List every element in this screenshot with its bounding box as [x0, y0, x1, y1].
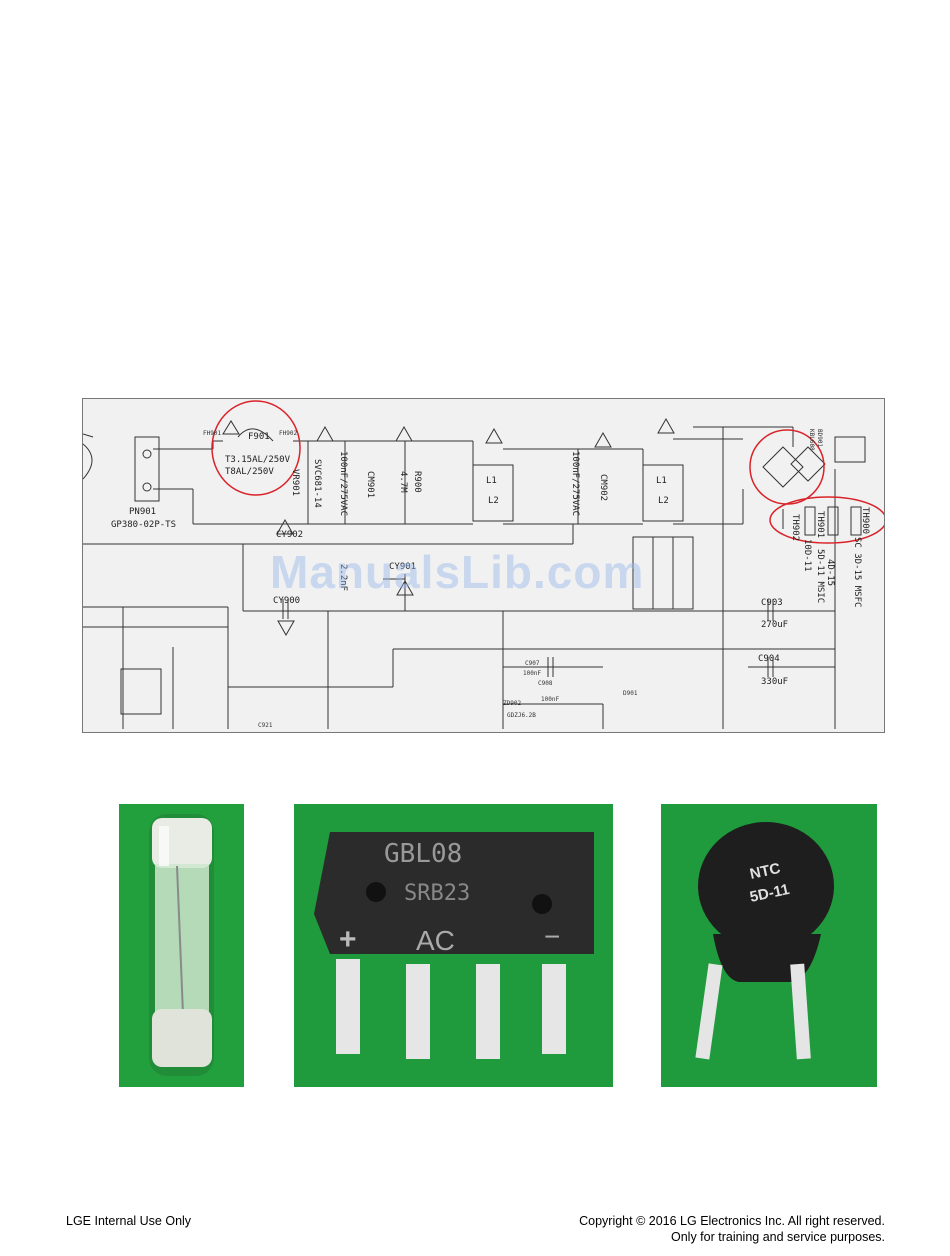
- label-c921: C921: [258, 722, 273, 729]
- fuse-image: [119, 804, 244, 1087]
- label-th-value-2: 4D-15: [825, 559, 835, 586]
- label-d901: D901: [623, 690, 638, 697]
- footer-internal-use: LGE Internal Use Only: [66, 1214, 192, 1228]
- label-zd-part: GDZJ6.2B: [507, 712, 536, 719]
- fuse-photo: [119, 804, 244, 1087]
- bridge-rectifier-photo: GBL08 SRB23 + AC −: [294, 804, 613, 1087]
- footer-copyright-line1: Copyright © 2016 LG Electronics Inc. All…: [579, 1214, 885, 1228]
- label-th-value-4: SC 3D-15 MSFC: [852, 537, 862, 607]
- gbl-marking-line1: GBL08: [384, 839, 462, 869]
- gbl-marking-line2: SRB23: [404, 881, 470, 906]
- label-fh901: FH901: [203, 430, 221, 437]
- label-cy-value: 2.2nF: [338, 564, 348, 591]
- gbl-minus-mark: −: [544, 921, 560, 952]
- label-c904-value: 330uF: [761, 677, 788, 687]
- label-c907: C907: [525, 660, 540, 667]
- label-l2-a: L2: [488, 496, 499, 506]
- label-c908-value: 100nF: [541, 696, 559, 703]
- label-r900: R900: [412, 471, 422, 493]
- label-pn901: PN901: [129, 507, 156, 517]
- label-fh902: FH902: [279, 430, 297, 437]
- label-l1-b: L1: [656, 476, 667, 486]
- label-th-value-1: 10D-11: [802, 539, 812, 572]
- label-th902: TH902: [790, 514, 800, 541]
- label-cy901: CY901: [389, 562, 416, 572]
- label-th-value-3: 5D-11 MSIC: [815, 549, 825, 603]
- label-c908: C908: [538, 680, 553, 687]
- label-fuse-rating-2: T8AL/250V: [225, 467, 274, 477]
- label-c903-value: 270uF: [761, 620, 788, 630]
- ntc-thermistor-image: NTC 5D-11: [661, 804, 877, 1087]
- label-connector: GP380-02P-TS: [111, 520, 176, 530]
- label-th900: TH900: [860, 507, 870, 534]
- label-l2-b: L2: [658, 496, 669, 506]
- label-cap1: 100nF/275VAC: [338, 451, 348, 516]
- label-varistor: SVC681-14: [312, 459, 322, 508]
- label-r900-value: 4.7M: [398, 471, 408, 493]
- label-cy902: CY902: [276, 530, 303, 540]
- bridge-rectifier-image: GBL08 SRB23 + AC −: [294, 804, 613, 1087]
- label-c904: C904: [758, 654, 780, 664]
- label-cm901: CM901: [365, 471, 375, 498]
- label-th901: TH901: [815, 511, 825, 538]
- gbl-plus-mark: +: [339, 923, 357, 956]
- label-cy900: CY900: [273, 596, 300, 606]
- label-vr901: VR901: [290, 469, 300, 496]
- label-cm902: CM902: [598, 474, 608, 501]
- label-l1-a: L1: [486, 476, 497, 486]
- label-bd901: BD901: [816, 429, 823, 447]
- schematic-drawing: FH901 FH902 F901 T3.15AL/250V T8AL/250V …: [83, 400, 884, 729]
- footer-copyright: Copyright © 2016 LG Electronics Inc. All…: [579, 1213, 885, 1245]
- watermark: ManualsLib.com: [270, 546, 645, 598]
- label-cap2: 100nF/275VAC: [570, 451, 580, 516]
- label-bd-part: KBL608: [808, 429, 815, 451]
- power-supply-schematic: FH901 FH902 F901 T3.15AL/250V T8AL/250V …: [82, 398, 885, 733]
- label-f901: F901: [248, 432, 270, 442]
- gbl-ac-mark: AC: [416, 925, 455, 956]
- footer-copyright-line2: Only for training and service purposes.: [671, 1230, 885, 1244]
- label-zd902: ZD902: [503, 700, 521, 707]
- ntc-marking-line1: NTC: [748, 860, 782, 883]
- ntc-thermistor-photo: NTC 5D-11: [661, 804, 877, 1087]
- label-c903: C903: [761, 598, 783, 608]
- label-c907-value: 100nF: [523, 670, 541, 677]
- label-fuse-rating-1: T3.15AL/250V: [225, 455, 291, 465]
